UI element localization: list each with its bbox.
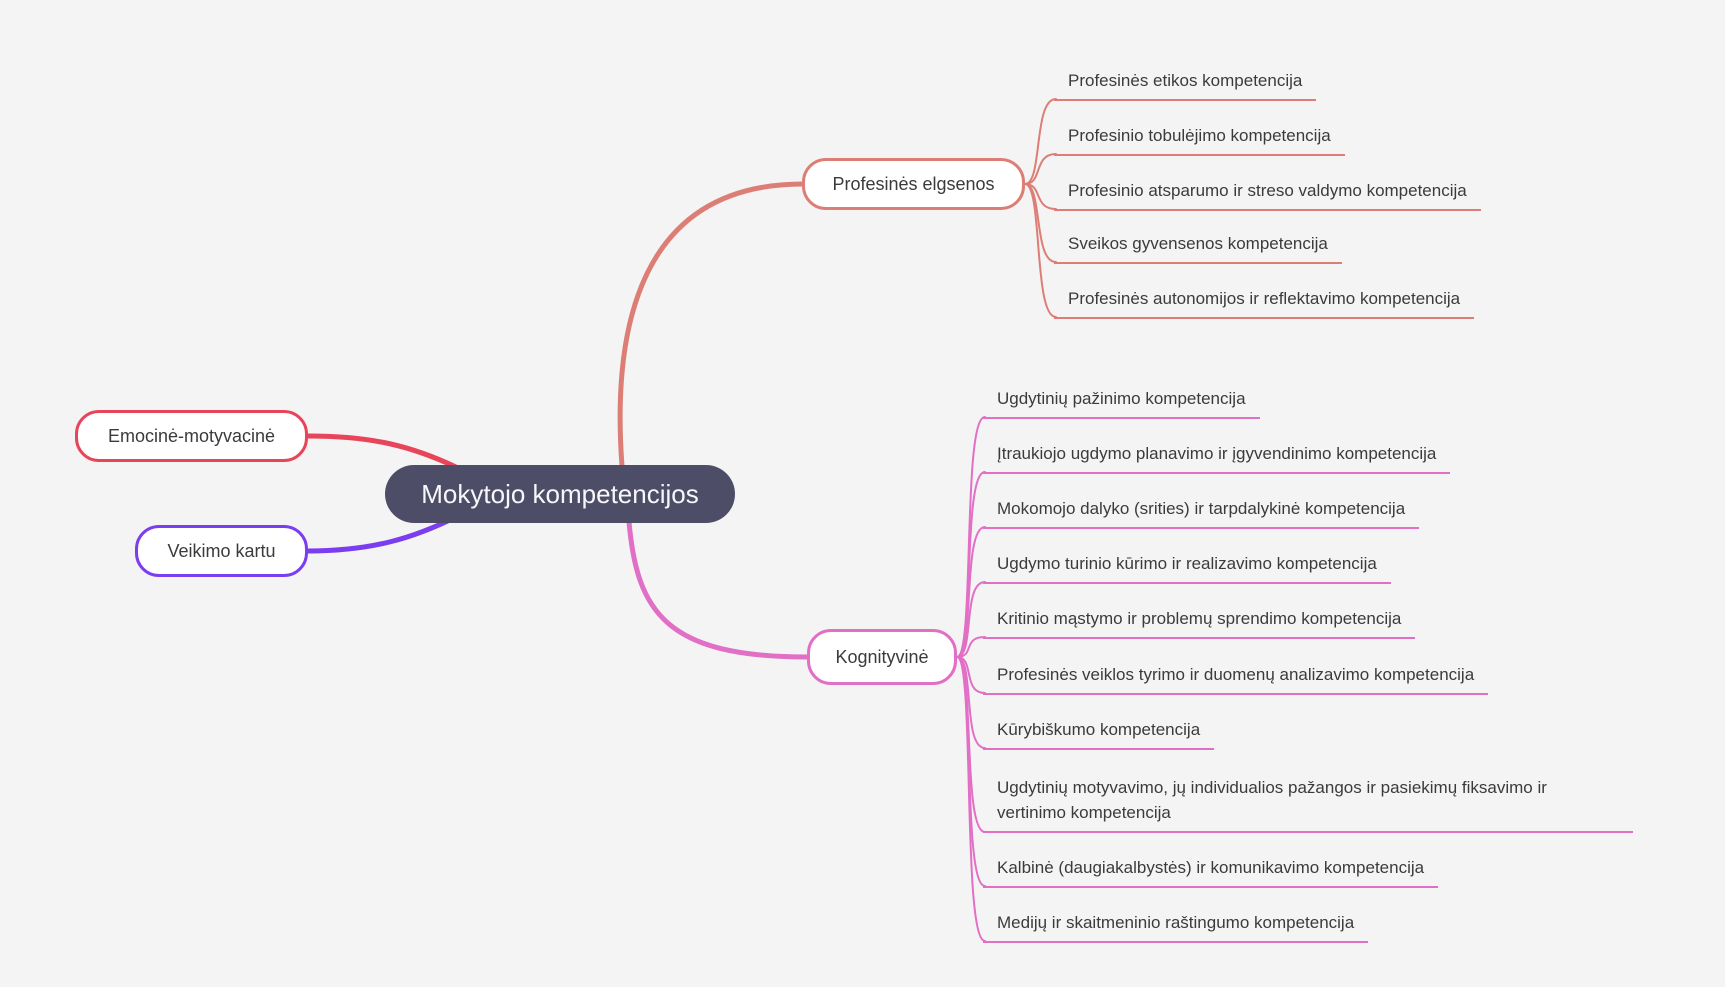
- leaf-item[interactable]: Profesinės etikos kompetencija: [1054, 68, 1317, 101]
- leaf-item[interactable]: Ugdytinių motyvavimo, jų individualios p…: [983, 775, 1633, 833]
- branch-label: Kognityvinė: [835, 646, 929, 667]
- root-node-label: Mokytojo kompetencijos: [421, 478, 699, 509]
- leaf-item[interactable]: Įtraukiojo ugdymo planavimo ir įgyvendin…: [983, 441, 1451, 474]
- leaf-item[interactable]: Kritinio mąstymo ir problemų sprendimo k…: [983, 606, 1416, 639]
- leaf-item[interactable]: Mokomojo dalyko (srities) ir tarpdalykin…: [983, 496, 1420, 529]
- leaf-links-kognityvine: [956, 416, 986, 942]
- branch-label: Profesinės elgsenos: [832, 173, 995, 194]
- branch-node-profesines-elgsenos[interactable]: Profesinės elgsenos: [802, 158, 1025, 210]
- leaf-item[interactable]: Kūrybiškumo kompetencija: [983, 717, 1215, 750]
- leaf-item[interactable]: Profesinės veiklos tyrimo ir duomenų ana…: [983, 662, 1489, 695]
- branch-node-emocine-motyvacine[interactable]: Emocinė-motyvacinė: [75, 410, 308, 462]
- root-node[interactable]: Mokytojo kompetencijos: [385, 465, 735, 523]
- link-kognityvine: [626, 519, 810, 660]
- link-emocine: [305, 433, 461, 471]
- leaf-item[interactable]: Ugdymo turinio kūrimo ir realizavimo kom…: [983, 551, 1391, 584]
- branch-node-kognityvine[interactable]: Kognityvinė: [807, 629, 957, 685]
- leaf-item[interactable]: Profesinio tobulėjimo kompetencija: [1054, 123, 1345, 156]
- leaf-item[interactable]: Ugdytinių pažinimo kompetencija: [983, 386, 1260, 419]
- leaf-item[interactable]: Sveikos gyvensenos kompetencija: [1054, 231, 1342, 264]
- link-profesines: [617, 181, 806, 469]
- branch-label: Emocinė-motyvacinė: [107, 425, 276, 446]
- leaf-item[interactable]: Kalbinė (daugiakalbystės) ir komunikavim…: [983, 855, 1439, 888]
- leaf-links-profesines: [1024, 98, 1057, 318]
- leaf-item[interactable]: Profesinės autonomijos ir reflektavimo k…: [1054, 286, 1475, 319]
- leaf-item[interactable]: Medijų ir skaitmeninio raštingumo kompet…: [983, 910, 1369, 943]
- branch-node-veikimo-kartu[interactable]: Veikimo kartu: [135, 525, 308, 577]
- branch-label: Veikimo kartu: [167, 540, 276, 561]
- leaf-item[interactable]: Profesinio atsparumo ir streso valdymo k…: [1054, 178, 1481, 211]
